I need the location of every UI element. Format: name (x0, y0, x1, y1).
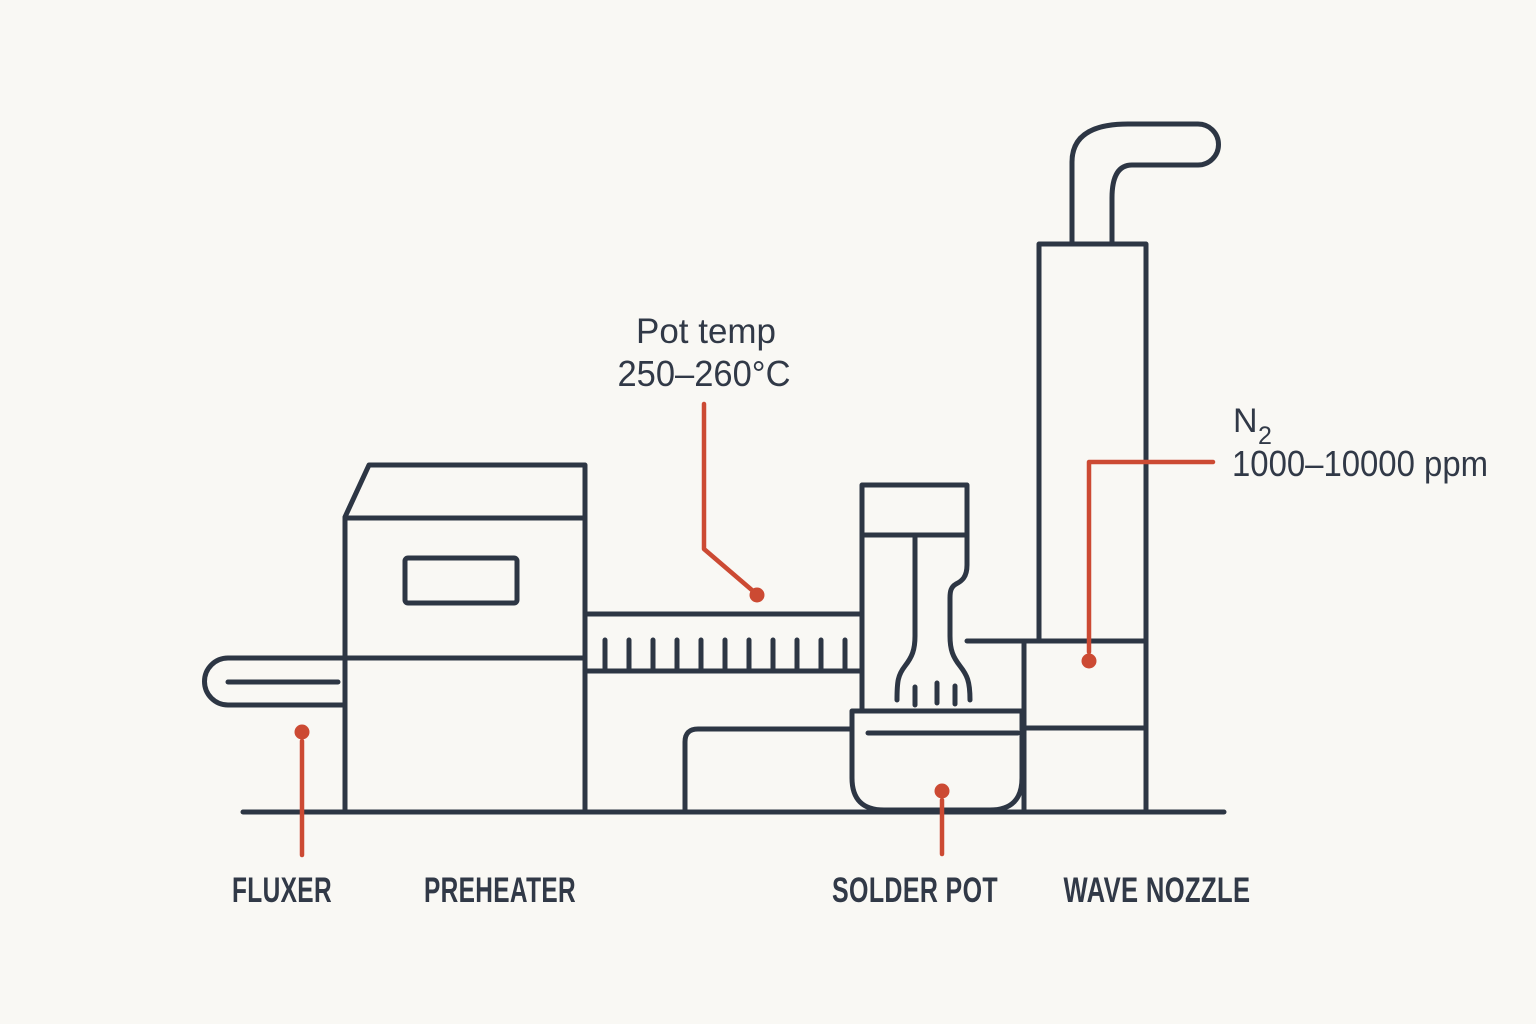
under-conveyor-box (682, 726, 855, 815)
nitrogen-leader-line (1086, 459, 1216, 655)
label-fluxer: FLUXER (232, 871, 332, 910)
nozzle-unit-outline (859, 482, 973, 714)
nitrogen-subscript: 2 (1258, 422, 1272, 450)
label-preheater: PREHEATER (424, 871, 576, 910)
pot-temp-leader-dot (749, 587, 765, 603)
preheater-outline (342, 462, 588, 815)
nitrogen-value: 1000–10000 ppm (1232, 443, 1488, 484)
label-solder-pot: SOLDER POT (832, 871, 998, 910)
preheater-window (402, 555, 520, 606)
pot-temp-annotation-line1: Pot temp (636, 312, 776, 351)
section-labels-group: FLUXER PREHEATER SOLDER POT WAVE NOZZLE (232, 871, 1251, 910)
machine-outline-group (202, 121, 1227, 815)
fluxer-leader-dot (294, 724, 310, 740)
chimney-outline (1036, 241, 1149, 815)
conveyor-fingers (602, 637, 848, 674)
leader-lines-group (294, 401, 1216, 858)
nitrogen-leader-dot (1081, 653, 1097, 669)
exhaust-pipe (1069, 121, 1221, 247)
nozzle-stem-left-edge (894, 532, 918, 703)
solder-pot-leader-dot (934, 783, 950, 799)
nitrogen-symbol: N (1233, 402, 1258, 440)
annotations-group: Pot temp 250–260°C N 2 1000–10000 ppm (618, 312, 1489, 484)
label-wave-nozzle: WAVE NOZZLE (1064, 871, 1251, 910)
fluxer-wand-outline (202, 655, 348, 708)
solder-stream-ticks (912, 680, 958, 708)
pot-temp-annotation-line2: 250–260°C (618, 353, 791, 394)
pot-temp-leader-line (701, 401, 756, 594)
